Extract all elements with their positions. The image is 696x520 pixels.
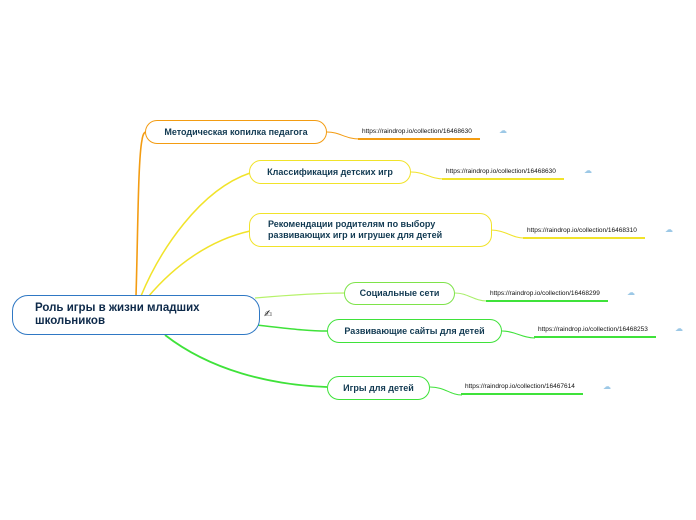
link-url: https://raindrop.io/collection/16468630 — [362, 128, 472, 135]
pen-tool-icon[interactable]: ✍ — [264, 309, 273, 320]
connector-branch-3-to-link — [490, 229, 525, 239]
link-url: https://raindrop.io/collection/16468253 — [538, 326, 648, 333]
link-underline — [486, 300, 608, 302]
root-topic-label: Роль игры в жизни младших школьников — [35, 302, 200, 327]
connector-branch-5-to-link — [501, 330, 536, 339]
connector-root-to-branch-2 — [140, 172, 251, 297]
topic-label: Социальные сети — [359, 288, 440, 298]
connector-root-to-branch-3 — [147, 230, 251, 298]
topic-educational-sites[interactable]: Развивающие сайты для детей — [327, 319, 502, 343]
topic-game-classification[interactable]: Классификация детских игр — [249, 160, 411, 184]
topic-methodical-collection[interactable]: Методическая копилка педагога — [145, 120, 327, 144]
topic-label: Рекомендации родителям по выбору развива… — [268, 219, 443, 240]
connector-root-to-branch-4 — [254, 292, 346, 299]
connector-root-to-branch-1 — [135, 131, 147, 297]
cloud-icon: ☁ — [675, 324, 683, 333]
topic-social-networks[interactable]: Социальные сети — [344, 282, 455, 305]
link-game-classification[interactable]: https://raindrop.io/collection/16468630 — [442, 168, 564, 180]
connector-branch-1-to-link — [326, 131, 361, 140]
cloud-icon: ☁ — [584, 166, 592, 175]
connector-branch-4-to-link — [454, 292, 488, 302]
topic-label: Методическая копилка педагога — [164, 126, 308, 137]
link-methodical-collection[interactable]: https://raindrop.io/collection/16468630 — [358, 128, 480, 140]
topic-games-for-kids[interactable]: Игры для детей — [327, 376, 430, 400]
topic-label: Игры для детей — [343, 382, 414, 393]
connector-branch-6-to-link — [429, 386, 463, 396]
topic-parent-recommendations[interactable]: Рекомендации родителям по выбору развива… — [249, 213, 492, 247]
link-social-networks[interactable]: https://raindrop.io/collection/16468299 — [486, 290, 608, 302]
link-underline — [523, 237, 645, 239]
link-url: https://raindrop.io/collection/16468630 — [446, 168, 556, 175]
link-parent-recommendations[interactable]: https://raindrop.io/collection/16468310 — [523, 227, 645, 239]
link-underline — [461, 393, 583, 395]
topic-label: Классификация детских игр — [267, 166, 393, 177]
link-underline — [442, 178, 564, 180]
link-underline — [358, 138, 480, 140]
link-url: https://raindrop.io/collection/16468310 — [527, 227, 637, 234]
cloud-icon: ☁ — [627, 288, 635, 297]
root-topic[interactable]: Роль игры в жизни младших школьников — [12, 295, 260, 335]
link-games-for-kids[interactable]: https://raindrop.io/collection/16467614 — [461, 383, 583, 395]
topic-label: Развивающие сайты для детей — [344, 325, 485, 336]
cloud-icon: ☁ — [665, 225, 673, 234]
link-underline — [534, 336, 656, 338]
cloud-icon: ☁ — [499, 126, 507, 135]
connector-root-to-branch-5 — [255, 324, 328, 332]
link-url: https://raindrop.io/collection/16468299 — [490, 290, 600, 297]
connector-root-to-branch-6 — [164, 334, 328, 388]
link-educational-sites[interactable]: https://raindrop.io/collection/16468253 — [534, 326, 656, 338]
cloud-icon: ☁ — [603, 382, 611, 391]
link-url: https://raindrop.io/collection/16467614 — [465, 383, 575, 390]
connector-branch-2-to-link — [410, 171, 445, 180]
